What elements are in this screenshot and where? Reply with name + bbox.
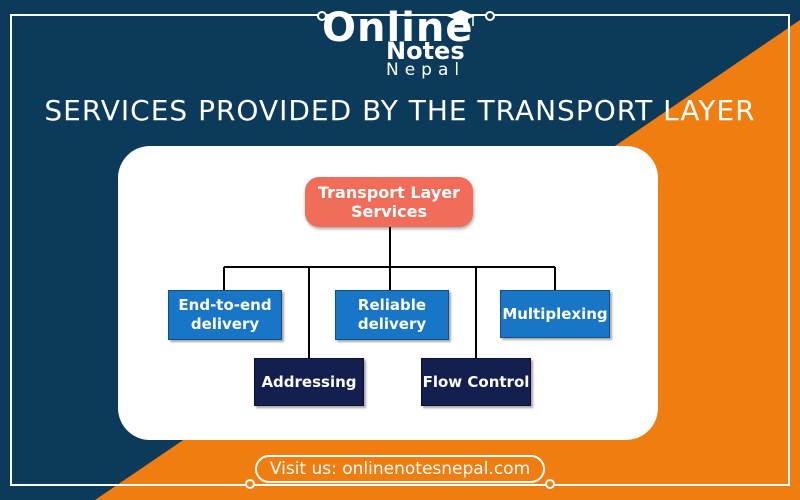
node-reliable-line1: Reliable	[357, 296, 427, 314]
node-end-to-end-delivery: End-to-end delivery	[168, 290, 282, 340]
node-root-line1: Transport Layer	[318, 183, 460, 202]
frame-dot-bottom-right	[545, 479, 555, 489]
logo-online-text: Online	[322, 5, 474, 51]
white-frame	[10, 14, 790, 486]
logo-notes-text: Notes	[386, 37, 465, 65]
site-logo: Online Notes Nepal	[322, 6, 482, 82]
frame-dot-right	[485, 11, 495, 21]
node-reliable-line2: delivery	[357, 315, 427, 333]
node-transport-layer-services: Transport Layer Services	[305, 177, 473, 227]
node-flow-control: Flow Control	[421, 358, 531, 406]
footer-website-link[interactable]: Visit us: onlinenotesnepal.com	[255, 455, 545, 483]
node-multiplexing: Multiplexing	[500, 290, 610, 338]
node-multiplexing-label: Multiplexing	[502, 304, 608, 323]
node-addressing: Addressing	[254, 358, 364, 406]
frame-dot-bottom-left	[245, 479, 255, 489]
frame-dot-left	[317, 11, 327, 21]
graduation-cap-icon	[447, 10, 475, 26]
logo-nepal-text: Nepal	[386, 60, 466, 80]
node-reliable-delivery: Reliable delivery	[335, 290, 449, 340]
page-title: SERVICES PROVIDED BY THE TRANSPORT LAYER	[44, 94, 756, 127]
node-e2e-line1: End-to-end	[178, 296, 272, 314]
node-addressing-label: Addressing	[261, 372, 357, 391]
node-flow-control-label: Flow Control	[422, 372, 530, 391]
node-root-line2: Services	[350, 202, 428, 221]
node-e2e-line2: delivery	[190, 315, 260, 333]
